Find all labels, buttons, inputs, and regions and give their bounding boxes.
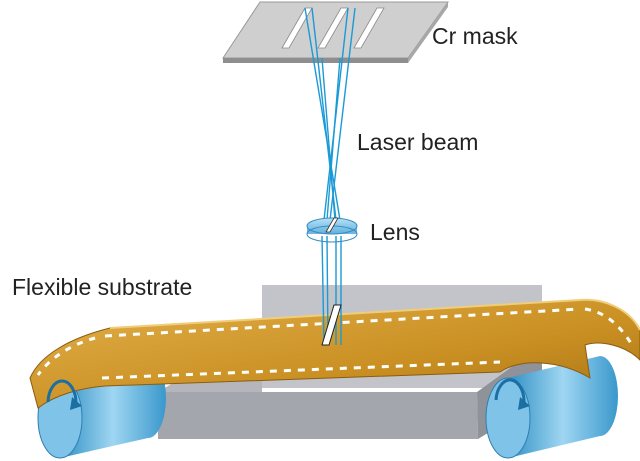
- label-lens: Lens: [370, 219, 420, 245]
- lens: [306, 217, 358, 243]
- flexible-substrate-film: [29, 298, 640, 409]
- right-roller: [485, 356, 618, 459]
- exposed-line: [321, 304, 342, 346]
- laser-beam: [304, 7, 356, 346]
- label-laser-beam: Laser beam: [357, 129, 478, 155]
- rotate-arrow-icon: [46, 379, 82, 410]
- label-cr-mask: Cr mask: [432, 23, 518, 49]
- rotate-arrow-icon: [494, 378, 530, 410]
- label-flexible-substrate: Flexible substrate: [12, 274, 192, 300]
- cr-mask: [222, 1, 449, 63]
